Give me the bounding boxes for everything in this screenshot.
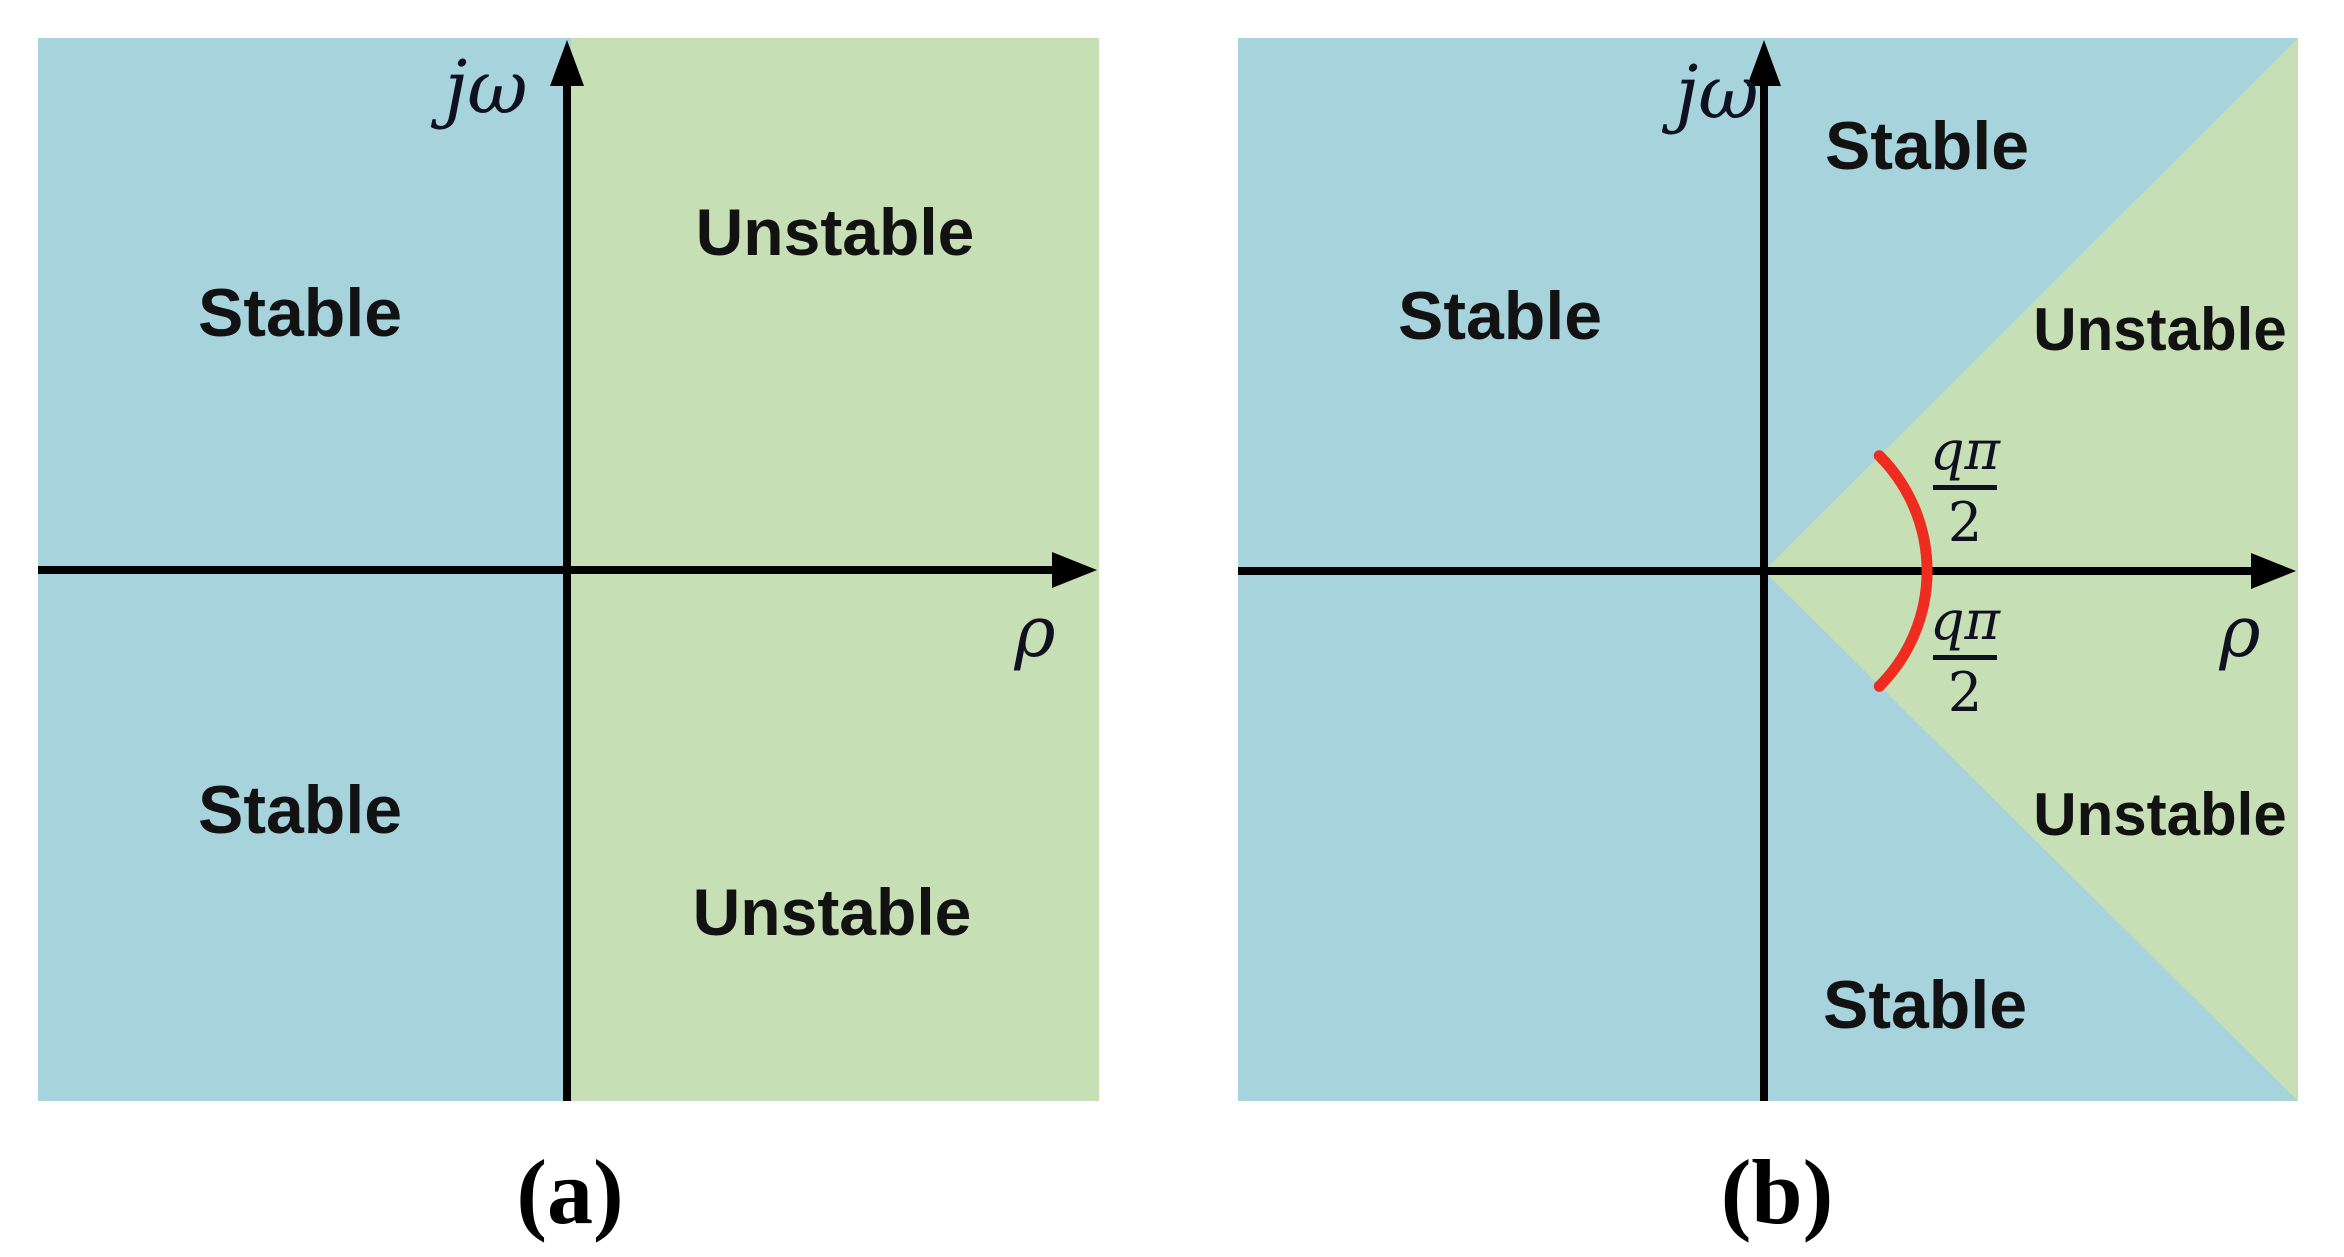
y-axis-label: jω (1675, 50, 1759, 136)
x-axis-arrowhead (1052, 552, 1097, 588)
label-unstable-lower-right: Unstable (2033, 781, 2287, 848)
label-stable-top: Stable (1824, 108, 2030, 184)
caption-a: (a) (516, 1141, 624, 1243)
label-stable-lower-left: Stable (197, 772, 403, 848)
fraction-bar (1933, 485, 1997, 490)
x-axis-label: ρ (1014, 591, 1056, 673)
fraction-bar (1933, 655, 1997, 660)
angle-fraction-upper-numerator: qπ (1929, 419, 2001, 482)
label-unstable-lower-right: Unstable (692, 875, 972, 949)
label-stable-upper-left: Stable (197, 275, 403, 351)
panel-b-plot (1238, 38, 2298, 1101)
angle-fraction-upper-denominator: 2 (1947, 491, 1983, 554)
angle-fraction-lower: qπ 2 (1926, 594, 2004, 720)
y-axis-label: jω (444, 45, 528, 131)
y-axis-arrowhead (1747, 40, 1781, 86)
angle-fraction-lower-numerator: qπ (1929, 589, 2001, 652)
label-unstable-upper-right: Unstable (695, 195, 975, 269)
angle-fraction-upper: qπ 2 (1926, 424, 2004, 550)
angle-arc (1873, 450, 1933, 692)
y-axis-arrowhead (550, 40, 584, 86)
label-stable-left: Stable (1397, 278, 1603, 354)
angle-fraction-lower-denominator: 2 (1947, 661, 1983, 724)
label-stable-bottom: Stable (1822, 967, 2028, 1043)
x-axis-label: ρ (2219, 591, 2261, 673)
label-unstable-upper-right: Unstable (2033, 296, 2287, 363)
caption-b: (b) (1720, 1141, 1834, 1243)
x-axis-arrowhead (2251, 553, 2296, 589)
panel-b: Stable Stable Unstable Stable Unstable j… (1238, 38, 2298, 1101)
panel-a: Stable Unstable Stable Unstable jω ρ (38, 38, 1099, 1101)
panel-a-plot (38, 38, 1099, 1101)
